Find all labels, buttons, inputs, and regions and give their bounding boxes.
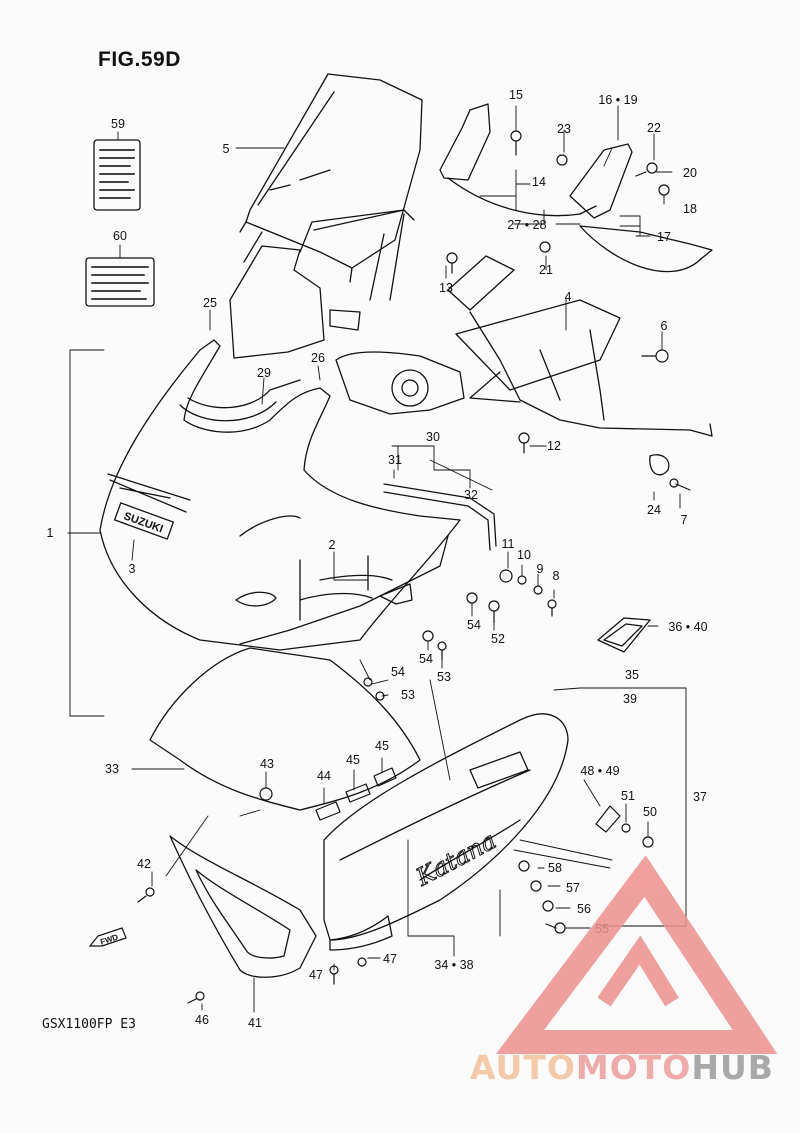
callout-47-b: 47 [383, 952, 397, 966]
callout-53-a: 53 [437, 670, 451, 684]
callout-25: 25 [203, 296, 217, 310]
callout-42: 42 [137, 857, 151, 871]
callout-17: 17 [657, 230, 671, 244]
callout-6: 6 [661, 319, 668, 333]
model-code: GSX1100FP E3 [42, 1017, 136, 1032]
callout-29: 29 [257, 366, 271, 380]
callout-39: 39 [623, 692, 637, 706]
caution-label-part [93, 139, 141, 211]
callout-41: 41 [248, 1016, 262, 1030]
callout-13: 13 [439, 281, 453, 295]
callout-54-b: 54 [419, 652, 433, 666]
callout-57: 57 [566, 881, 580, 895]
forward-arrow-icon: FWD [88, 927, 127, 947]
callout-50: 50 [643, 805, 657, 819]
windscreen-part [245, 73, 423, 269]
callout-52: 52 [491, 632, 505, 646]
inner-cover-part [597, 617, 651, 653]
fairing-stay-part [447, 255, 621, 391]
callout-48-49: 48 • 49 [580, 764, 619, 778]
callout-4: 4 [565, 290, 572, 304]
callout-32: 32 [464, 488, 478, 502]
callout-10: 10 [517, 548, 531, 562]
callout-22: 22 [647, 121, 661, 135]
callout-12: 12 [547, 439, 561, 453]
callout-23: 23 [557, 122, 571, 136]
callout-21: 21 [539, 263, 553, 277]
watermark-part-moto: MOTO [575, 1048, 692, 1087]
callout-24: 24 [647, 503, 661, 517]
suzuki-decal: SUZUKI [113, 502, 175, 540]
watermark-part-hub: HUB [691, 1048, 774, 1087]
clamp-part [649, 454, 670, 476]
callout-5: 5 [223, 142, 230, 156]
figure-title: FIG.59D [98, 48, 181, 71]
suzuki-decal-text: SUZUKI [122, 510, 165, 535]
callout-8: 8 [553, 569, 560, 583]
lower-cowling-right-part [323, 713, 569, 941]
callout-27-28: 27 • 28 [507, 218, 546, 232]
headlight-bracket-part [335, 351, 465, 415]
callout-46: 46 [195, 1013, 209, 1027]
callout-54-c: 54 [391, 665, 405, 679]
callout-47-a: 47 [309, 968, 323, 982]
callout-3: 3 [129, 562, 136, 576]
callout-35: 35 [625, 668, 639, 682]
callout-43: 43 [260, 757, 274, 771]
callout-30: 30 [426, 430, 440, 444]
callout-18: 18 [683, 202, 697, 216]
automotohub-logo-icon [495, 855, 778, 1054]
callout-53-b: 53 [401, 688, 415, 702]
callout-9: 9 [537, 562, 544, 576]
callout-45-a: 45 [346, 753, 360, 767]
callout-34-38: 34 • 38 [434, 958, 473, 972]
callout-26: 26 [311, 351, 325, 365]
callout-33: 33 [105, 762, 119, 776]
callout-2: 2 [329, 538, 336, 552]
callout-20: 20 [683, 166, 697, 180]
lower-cowling-left-part [149, 647, 421, 811]
callout-14: 14 [532, 175, 546, 189]
inner-panel-left-part [439, 103, 491, 181]
callout-51: 51 [621, 789, 635, 803]
upper-cowling-part [99, 339, 461, 651]
callout-54-a: 54 [467, 618, 481, 632]
under-cowling-left-part [169, 835, 317, 978]
callout-15: 15 [509, 88, 523, 102]
inner-panel-right-part [569, 143, 633, 219]
moulding-strip-part [383, 483, 497, 547]
callout-58: 58 [548, 861, 562, 875]
callout-60: 60 [113, 229, 127, 243]
callout-36-40: 36 • 40 [668, 620, 707, 634]
meter-bracket-part [229, 245, 325, 359]
callout-16-19: 16 • 19 [598, 93, 637, 107]
callout-37: 37 [693, 790, 707, 804]
callout-44: 44 [317, 769, 331, 783]
watermark-text: AUTOMOTOHUB [470, 1048, 774, 1087]
callout-56: 56 [577, 902, 591, 916]
katana-decal-text: Katana [411, 826, 501, 892]
callout-1: 1 [47, 526, 54, 540]
watermark-part-auto: AUTO [470, 1048, 576, 1087]
callout-59: 59 [111, 117, 125, 131]
callout-11: 11 [502, 537, 515, 551]
callout-31: 31 [388, 453, 402, 467]
callout-45-b: 45 [375, 739, 389, 753]
callout-7: 7 [681, 513, 688, 527]
under-cover-part [579, 225, 713, 273]
